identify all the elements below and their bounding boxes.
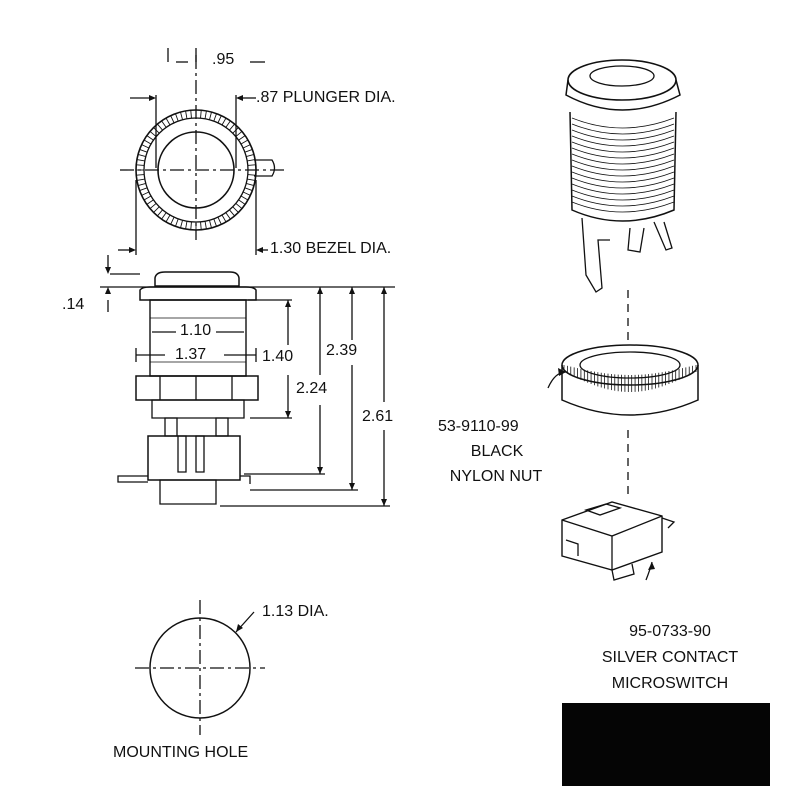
nut-knurl — [564, 365, 696, 392]
bezel-knurl — [136, 110, 256, 230]
top-view — [118, 48, 285, 255]
plunger-diameter-label: .87 PLUNGER DIA. — [256, 89, 396, 106]
switch-description-line2: MICROSWITCH — [611, 675, 729, 692]
side-view — [100, 255, 395, 506]
switch-description-line1: SILVER CONTACT — [601, 649, 739, 666]
nut-part-number: 53-9110-99 — [438, 418, 519, 435]
thread-lines — [572, 118, 674, 212]
height-dimension-3: 2.39 — [326, 342, 358, 359]
hole-diameter-label: 1.13 DIA. — [262, 603, 329, 620]
exploded-view — [548, 60, 698, 580]
inner-diameter-2: 1.37 — [175, 346, 207, 363]
nut-description-line1: BLACK — [470, 443, 524, 460]
black-block — [562, 703, 770, 786]
inner-diameter-1: 1.10 — [180, 322, 212, 339]
bezel-diameter-label: 1.30 BEZEL DIA. — [270, 240, 392, 257]
switch-part-number: 95-0733-90 — [629, 623, 711, 640]
bezel-height-dimension: .14 — [62, 296, 85, 313]
height-dimension-1: 1.40 — [262, 348, 294, 365]
height-dimension-2: 2.24 — [296, 380, 328, 397]
mounting-hole — [135, 600, 265, 735]
nut-description-line2: NYLON NUT — [449, 468, 543, 485]
mounting-hole-caption: MOUNTING HOLE — [113, 744, 249, 761]
top-width-dimension: .95 — [212, 51, 235, 68]
height-dimension-4: 2.61 — [362, 408, 394, 425]
